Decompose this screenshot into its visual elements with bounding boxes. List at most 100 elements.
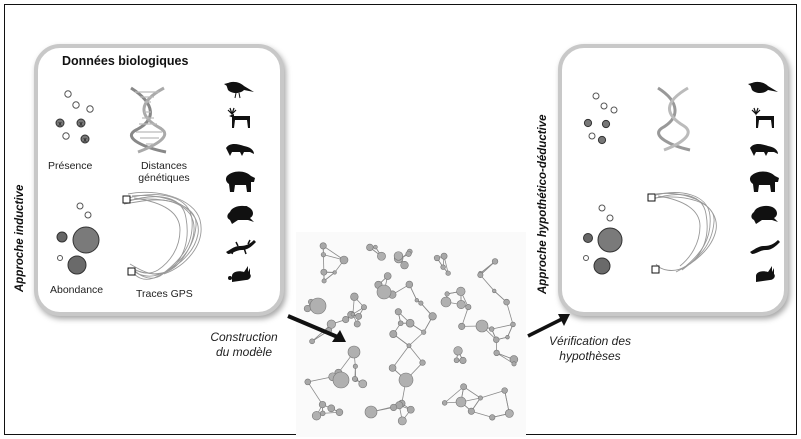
network-edge	[491, 324, 514, 330]
construction-caption: Construction du modèle	[210, 330, 278, 359]
network-node	[397, 320, 404, 327]
network-node	[459, 356, 467, 364]
network-edge	[480, 274, 495, 292]
dna-icon-right	[657, 86, 691, 152]
inductive-approach-label: Approche inductive	[14, 184, 26, 292]
network-node	[309, 338, 315, 345]
network-node	[394, 308, 402, 316]
network-node	[493, 349, 500, 356]
network-node	[488, 326, 495, 332]
network-node	[398, 372, 414, 388]
network-edge	[408, 345, 423, 363]
bear-icon	[225, 171, 255, 192]
network-node	[511, 361, 517, 367]
network-node	[309, 297, 327, 315]
network-node	[319, 242, 327, 250]
dna-icon	[129, 86, 167, 154]
network-node	[501, 387, 508, 394]
presence-dots: x x x	[55, 90, 94, 144]
network-edge	[392, 345, 410, 369]
animal-column-left	[224, 81, 256, 282]
network-node	[477, 272, 484, 278]
network-node	[505, 409, 514, 418]
deer-icon	[227, 107, 250, 128]
abundance-label: Abondance	[50, 284, 104, 296]
network-node	[458, 322, 466, 330]
network-node	[350, 292, 359, 301]
frog-icon	[227, 205, 254, 224]
network-node	[455, 396, 467, 408]
network-node	[388, 364, 397, 372]
network-node	[320, 410, 326, 417]
network-node	[311, 411, 322, 421]
network-node	[383, 272, 392, 280]
network-node	[327, 404, 336, 413]
distances-label: Distances génétiques	[138, 160, 190, 184]
network-node	[467, 407, 475, 415]
network-node	[304, 378, 312, 386]
network-edge	[444, 386, 464, 404]
bird-icon	[224, 81, 254, 99]
network-node	[342, 316, 350, 324]
rabbit-icon	[228, 266, 251, 282]
animal-column-right	[748, 81, 780, 282]
network-node	[366, 243, 374, 252]
presence-label: Présence	[48, 160, 93, 172]
network-node	[339, 255, 349, 265]
frog-icon	[751, 205, 778, 224]
network-node	[332, 270, 337, 275]
network-node	[440, 264, 446, 270]
svg-text:x: x	[83, 137, 87, 144]
network-node	[358, 379, 368, 389]
abundance-circles	[56, 202, 100, 275]
network-node	[456, 299, 466, 310]
panel-title: Données biologiques	[62, 54, 189, 68]
network-node	[332, 371, 350, 389]
network-node	[510, 321, 516, 328]
gps-label: Traces GPS	[136, 288, 193, 300]
network-edge	[506, 302, 514, 325]
network-node	[465, 304, 472, 311]
network-node	[400, 260, 409, 270]
network-node	[492, 288, 497, 294]
arrow-construction	[287, 314, 346, 342]
presence-dots-right	[583, 92, 618, 145]
network-node	[453, 346, 463, 356]
arrow-verification	[527, 314, 570, 338]
network-node	[441, 400, 448, 406]
network-node	[456, 286, 466, 296]
gps-tracks-right	[647, 192, 717, 274]
network-node	[477, 395, 483, 401]
network-node	[493, 336, 500, 343]
network-node	[352, 363, 358, 369]
network-node	[489, 414, 496, 421]
deer-icon	[751, 107, 774, 128]
abundance-circles-right	[583, 204, 623, 275]
network-node	[428, 312, 437, 321]
network-node	[353, 320, 361, 328]
network-node	[390, 403, 398, 411]
network-node	[453, 357, 460, 364]
network-node	[393, 251, 404, 261]
network-node	[419, 359, 426, 366]
network-node	[406, 405, 415, 414]
gps-tracks	[122, 191, 202, 280]
network-node	[460, 383, 468, 391]
network-node	[405, 318, 415, 328]
svg-text:x: x	[58, 121, 62, 128]
network-node	[440, 296, 452, 308]
network-node	[389, 330, 398, 338]
network-node	[405, 280, 414, 289]
network-edge	[471, 410, 493, 418]
network-edge	[307, 381, 323, 405]
bear-icon	[749, 171, 779, 192]
network-node	[445, 270, 451, 276]
network-node	[444, 291, 450, 297]
mustelid-icon	[750, 144, 778, 156]
network-node	[377, 251, 386, 261]
network-node	[350, 311, 356, 317]
deductive-approach-label: Approche hypothético-déductive	[537, 114, 549, 294]
network-node	[351, 375, 358, 382]
network-edge	[480, 390, 505, 399]
network-node	[433, 254, 441, 262]
